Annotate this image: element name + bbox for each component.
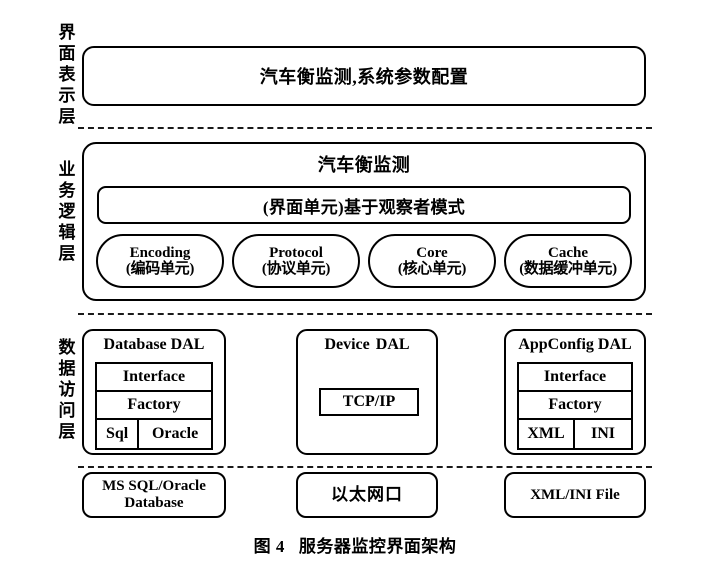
physical-database-line1: MS SQL/Oracle (102, 478, 206, 495)
layer-label-char: 务 (58, 181, 76, 200)
appconfig-dal-impl-row: XML INI (519, 420, 631, 448)
unit-encoding-label: (编码单元) (125, 261, 195, 277)
unit-encoding-name: Encoding (129, 244, 191, 261)
physical-network-label: 以太网口 (331, 485, 403, 505)
layer-label-char: 逻 (58, 202, 76, 221)
appconfig-dal-factory-row: Factory (519, 392, 631, 420)
appconfig-dal-box: AppConfig DAL Interface Factory XML INI (504, 329, 646, 455)
observer-pattern-box: (界面单元)基于观察者模式 (97, 186, 631, 224)
layer-label-presentation: 界 面 表 示 层 (52, 22, 82, 127)
appconfig-dal-xml-cell: XML (519, 420, 575, 448)
layer-divider-1 (78, 127, 652, 129)
database-dal-box: Database DAL Interface Factory Sql Oracl… (82, 329, 226, 455)
observer-pattern-label: (界面单元)基于观察者模式 (262, 197, 466, 217)
database-dal-interface-row: Interface (97, 364, 211, 392)
physical-database-box: MS SQL/Oracle Database (82, 472, 226, 518)
layer-label-char: 辑 (58, 223, 76, 242)
unit-encoding: Encoding (编码单元) (96, 234, 224, 288)
business-unit-row: Encoding (编码单元) Protocol (协议单元) Core (核心… (96, 233, 632, 289)
unit-cache: Cache (数据缓冲单元) (504, 234, 632, 288)
figure-title: 服务器监控界面架构 (298, 537, 457, 556)
figure-caption: 图 4 服务器监控界面架构 (0, 532, 710, 557)
layer-label-char: 据 (58, 359, 76, 378)
database-dal-sql-cell: Sql (97, 420, 140, 448)
device-dal-box: Device DAL TCP/IP (296, 329, 438, 455)
business-layer-title: 汽车衡监测 (317, 155, 411, 175)
unit-cache-name: Cache (548, 244, 588, 261)
presentation-layer-label: 汽车衡监测,系统参数配置 (259, 67, 469, 87)
database-dal-factory-row: Factory (97, 392, 211, 420)
unit-core-name: Core (416, 244, 448, 261)
device-dal-tcpip-box: TCP/IP (319, 388, 419, 416)
appconfig-dal-stack: Interface Factory XML INI (517, 362, 633, 450)
physical-network-box: 以太网口 (296, 472, 438, 518)
layer-label-char: 层 (58, 107, 76, 126)
layer-label-char: 数 (58, 338, 76, 357)
unit-core: Core (核心单元) (368, 234, 496, 288)
appconfig-dal-ini-cell: INI (590, 425, 615, 442)
database-dal-stack: Interface Factory Sql Oracle (95, 362, 213, 450)
layer-divider-2 (78, 313, 652, 315)
layer-label-char: 表 (58, 65, 76, 84)
layer-label-char: 问 (58, 401, 76, 420)
layer-label-char: 面 (58, 44, 76, 63)
layer-label-data-access: 数 据 访 问 层 (52, 337, 82, 442)
device-dal-title-part1: Device (324, 336, 370, 353)
business-layer-box: 汽车衡监测 (界面单元)基于观察者模式 Encoding (编码单元) Prot… (82, 142, 646, 301)
physical-file-box: XML/INI File (504, 472, 646, 518)
appconfig-dal-title: AppConfig DAL (518, 336, 632, 353)
device-dal-title: Device DAL (298, 336, 436, 354)
physical-file-label: XML/INI File (530, 486, 620, 503)
layer-label-char: 界 (58, 23, 76, 42)
database-dal-title: Database DAL (103, 336, 205, 353)
figure-number: 图 4 (253, 537, 285, 556)
layer-label-business: 业 务 逻 辑 层 (52, 159, 82, 264)
layer-label-char: 访 (58, 380, 76, 399)
database-dal-oracle-cell: Oracle (151, 425, 199, 442)
layer-label-char: 层 (58, 244, 76, 263)
layer-label-char: 业 (58, 160, 76, 179)
presentation-layer-box: 汽车衡监测,系统参数配置 (82, 46, 646, 106)
unit-protocol-label: (协议单元) (261, 261, 331, 277)
unit-protocol-name: Protocol (269, 244, 323, 261)
database-dal-impl-row: Sql Oracle (97, 420, 211, 448)
unit-protocol: Protocol (协议单元) (232, 234, 360, 288)
unit-cache-label: (数据缓冲单元) (519, 261, 617, 277)
layer-label-char: 示 (58, 86, 76, 105)
device-dal-title-part2: DAL (375, 336, 410, 353)
layer-label-char: 层 (58, 422, 76, 441)
unit-core-label: (核心单元) (397, 261, 467, 277)
physical-database-line2: Database (124, 495, 184, 511)
appconfig-dal-interface-row: Interface (519, 364, 631, 392)
layer-divider-3 (78, 466, 652, 468)
